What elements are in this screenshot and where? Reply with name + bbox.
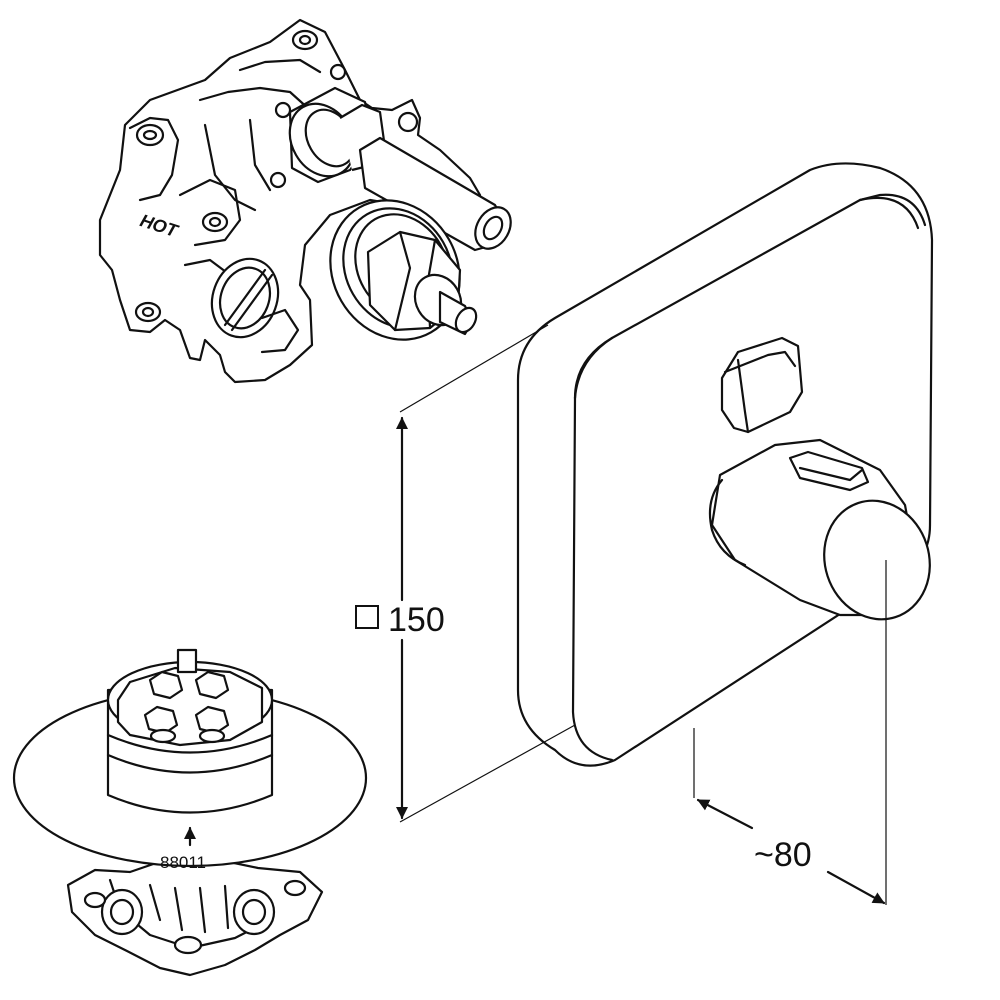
- square-symbol: [355, 605, 379, 629]
- dimension-80: ~80: [693, 560, 887, 905]
- thermostatic-cartridge: 88011: [12, 648, 368, 977]
- depth-label: ~80: [754, 836, 812, 874]
- dimension-150: 150: [355, 324, 576, 823]
- rough-in-valve: HOT: [98, 18, 512, 384]
- square-size-label: 150: [388, 601, 445, 639]
- part-number-label: 88011: [160, 853, 206, 872]
- escutcheon-trim: [516, 162, 934, 767]
